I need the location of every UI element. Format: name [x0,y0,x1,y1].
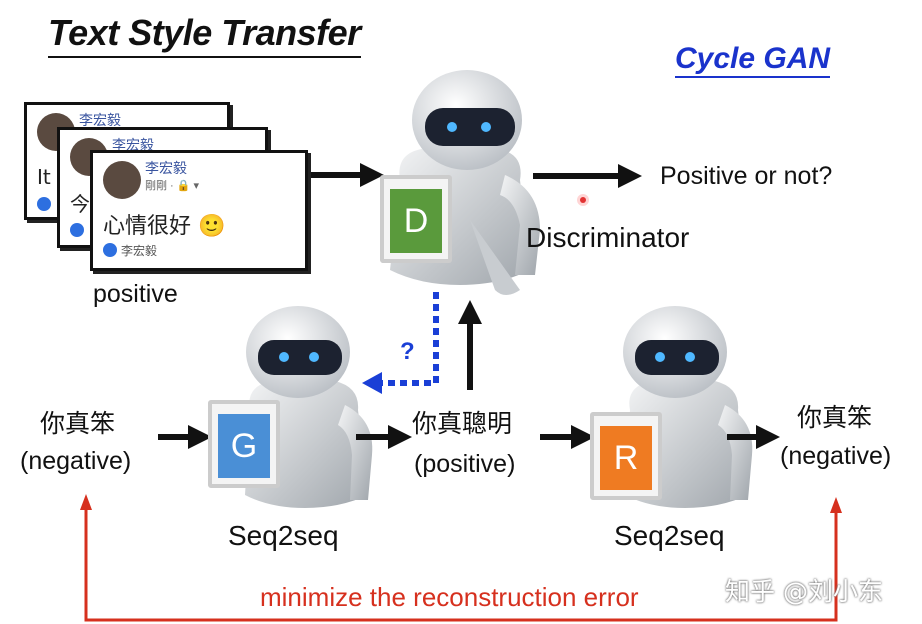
post-author: 李宏毅 [145,160,187,176]
post-card-front: 李宏毅 剛剛 · 🔒 ▾ 心情很好 🙂 李宏毅 [90,150,308,271]
watermark: 知乎 @刘小东 [725,577,883,606]
post-meta: 剛剛 · 🔒 ▾ [145,180,200,192]
reconstructor-seq2seq-label: Seq2seq [614,520,725,551]
input-sentence: 你真笨 [40,409,116,438]
generator-card: G [208,400,280,488]
card-letter-g: G [218,414,270,478]
discriminator-label: Discriminator [526,222,690,253]
like-icon [103,243,117,257]
output-tag: (negative) [780,442,892,470]
post-author: 李宏毅 [79,112,121,128]
positive-caption: positive [93,280,178,308]
like-icon [37,197,51,211]
generator-seq2seq-label: Seq2seq [228,520,339,551]
like-name: 李宏毅 [121,244,158,258]
output-sentence: 你真笨 [797,403,873,432]
reconstructor-card: R [590,412,662,500]
post-text: 心情很好 🙂 [103,214,226,239]
card-letter-r: R [600,426,652,490]
page-title: Text Style Transfer [48,12,361,58]
cycle-gan-label: Cycle GAN [675,42,831,78]
like-icon [70,223,84,237]
post-text: It [37,165,51,189]
dotted-gradient-arrow [380,292,439,386]
dotted-arrow-head [362,372,382,394]
middle-tag: (positive) [414,450,516,478]
discriminator-card: D [380,175,452,263]
avatar [103,161,141,199]
post-author: 李宏毅 [112,137,154,153]
post-text: 今 [70,192,90,216]
reconstruction-label: minimize the reconstruction error [260,582,639,612]
question-mark: ? [400,338,415,365]
middle-sentence: 你真聰明 [412,409,513,438]
input-tag: (negative) [20,447,132,475]
discriminator-output: Positive or not? [660,162,833,190]
card-letter-d: D [390,189,442,253]
reconstruction-loop [84,505,838,622]
